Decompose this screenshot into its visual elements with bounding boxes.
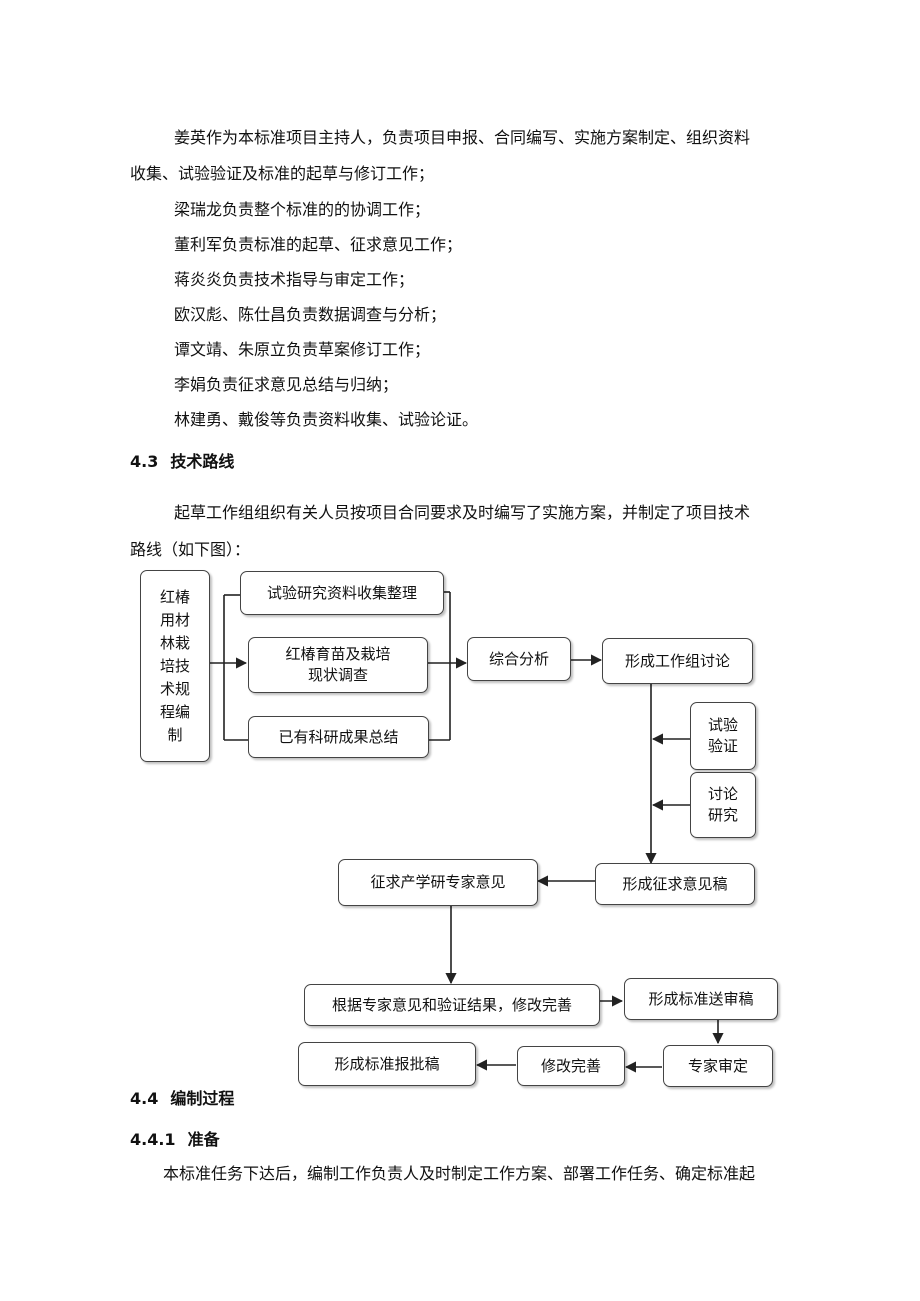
paragraph-line: 收集、试验验证及标准的起草与修订工作； — [130, 164, 435, 183]
flow-box-discussion: 形成工作组讨论 — [602, 638, 753, 684]
section-heading-4-3: 4.3 技术路线 — [130, 452, 234, 472]
title-line: 培技 — [159, 656, 190, 675]
flow-box-label: 形成工作组讨论 — [624, 651, 730, 670]
title-line: 林栽 — [159, 633, 190, 652]
paragraph-line: 蒋炎炎负责技术指导与审定工作； — [174, 270, 415, 289]
flow-box-label: 征求产学研专家意见 — [370, 873, 506, 891]
title-line: 红椿 — [159, 587, 190, 606]
flow-box-draft: 形成征求意见稿 — [595, 863, 755, 905]
paragraph-line: 起草工作组组织有关人员按项目合同要求及时编写了实施方案，并制定了项目技术 — [174, 503, 751, 522]
flow-box-label: 研究 — [707, 806, 738, 824]
section-heading-4-4: 4.4 编制过程 — [130, 1089, 234, 1109]
paragraph-line: 林建勇、戴俊等负责资料收集、试验论证。 — [174, 410, 479, 429]
title-line: 用材 — [159, 610, 190, 629]
flow-box-collect: 试验研究资料收集整理 — [240, 571, 444, 615]
flow-box-label: 形成标准报批稿 — [334, 1054, 440, 1073]
paragraph-line: 欧汉彪、陈仕昌负责数据调查与分析； — [174, 305, 447, 324]
flow-box-label: 形成标准送审稿 — [648, 989, 754, 1008]
flow-box-label: 试验研究资料收集整理 — [266, 583, 417, 602]
flow-box-test: 试验 验证 — [690, 702, 756, 770]
flow-box-label: 形成征求意见稿 — [622, 874, 728, 893]
section-heading-4-4-1: 4.4.1 准备 — [130, 1130, 220, 1150]
paragraph-line: 本标准任务下达后，编制工作负责人及时制定工作方案、部署工作任务、确定标准起 — [163, 1164, 756, 1183]
paragraph-line: 姜英作为本标准项目主持人，负责项目申报、合同编写、实施方案制定、组织资料 — [174, 128, 751, 147]
flow-box-label: 综合分析 — [488, 649, 549, 668]
flow-box-approval: 形成标准报批稿 — [298, 1042, 476, 1086]
section-number: 4.3 — [130, 452, 159, 471]
section-number: 4.4 — [130, 1089, 159, 1108]
flow-box-label: 试验 — [707, 716, 738, 734]
flow-box-label: 根据专家意见和验证结果，修改完善 — [331, 995, 572, 1014]
flow-box-survey: 红椿育苗及栽培 现状调查 — [248, 637, 428, 693]
section-title: 技术路线 — [170, 452, 235, 471]
flow-box-label: 专家审定 — [687, 1056, 748, 1075]
flow-box-improve: 修改完善 — [517, 1046, 625, 1086]
title-line: 术规 — [159, 679, 190, 698]
flow-box-research: 讨论 研究 — [690, 772, 756, 838]
flow-box-label: 红椿育苗及栽培 — [285, 645, 391, 663]
paragraph-line: 路线（如下图）： — [130, 540, 251, 559]
flow-box-label: 现状调查 — [307, 666, 368, 684]
flow-box-label: 修改完善 — [540, 1056, 601, 1075]
title-line: 程编 — [159, 702, 190, 721]
flow-box-review: 专家审定 — [663, 1045, 773, 1087]
flowchart-title-box: 红椿 用材 林栽 培技 术规 程编 制 — [140, 570, 210, 762]
flow-box-analysis: 综合分析 — [467, 637, 571, 681]
paragraph-line: 梁瑞龙负责整个标准的的协调工作； — [174, 200, 431, 219]
flow-box-label: 讨论 — [707, 785, 738, 803]
section-title: 编制过程 — [170, 1089, 235, 1108]
title-line: 制 — [167, 725, 183, 744]
flow-box-label: 已有科研成果总结 — [278, 727, 399, 746]
paragraph-line: 谭文靖、朱原立负责草案修订工作； — [174, 340, 431, 359]
flow-box-submit: 形成标准送审稿 — [624, 978, 778, 1020]
flow-box-summary: 已有科研成果总结 — [248, 716, 429, 758]
section-number: 4.4.1 — [130, 1130, 176, 1149]
flow-box-expert-opinion: 征求产学研专家意见 — [338, 859, 538, 906]
paragraph-line: 李娟负责征求意见总结与归纳； — [174, 375, 399, 394]
paragraph-line: 董利军负责标准的起草、征求意见工作； — [174, 235, 463, 254]
flow-box-revise-by-expert: 根据专家意见和验证结果，修改完善 — [304, 984, 600, 1026]
flow-box-label: 验证 — [707, 737, 738, 755]
section-title: 准备 — [187, 1130, 220, 1149]
